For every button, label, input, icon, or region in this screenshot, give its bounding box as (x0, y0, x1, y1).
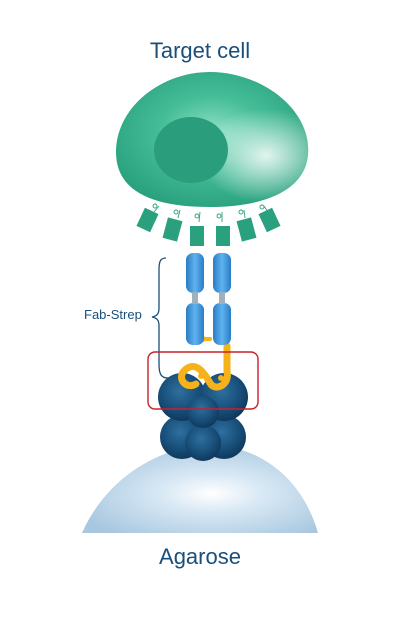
target-cell-label: Target cell (149, 38, 251, 63)
highlight-box (147, 351, 259, 410)
agarose-bead (82, 445, 318, 533)
fab-fragment (186, 253, 231, 345)
streptactin-lower (160, 415, 246, 461)
target-cell (116, 72, 309, 207)
fab-strep-bracket (151, 257, 169, 379)
agarose-label: Agarose (159, 544, 241, 569)
nucleus (154, 117, 228, 183)
cell-receptor-blocks (136, 207, 281, 246)
fab-strep-label: Fab-Strep (84, 307, 142, 322)
